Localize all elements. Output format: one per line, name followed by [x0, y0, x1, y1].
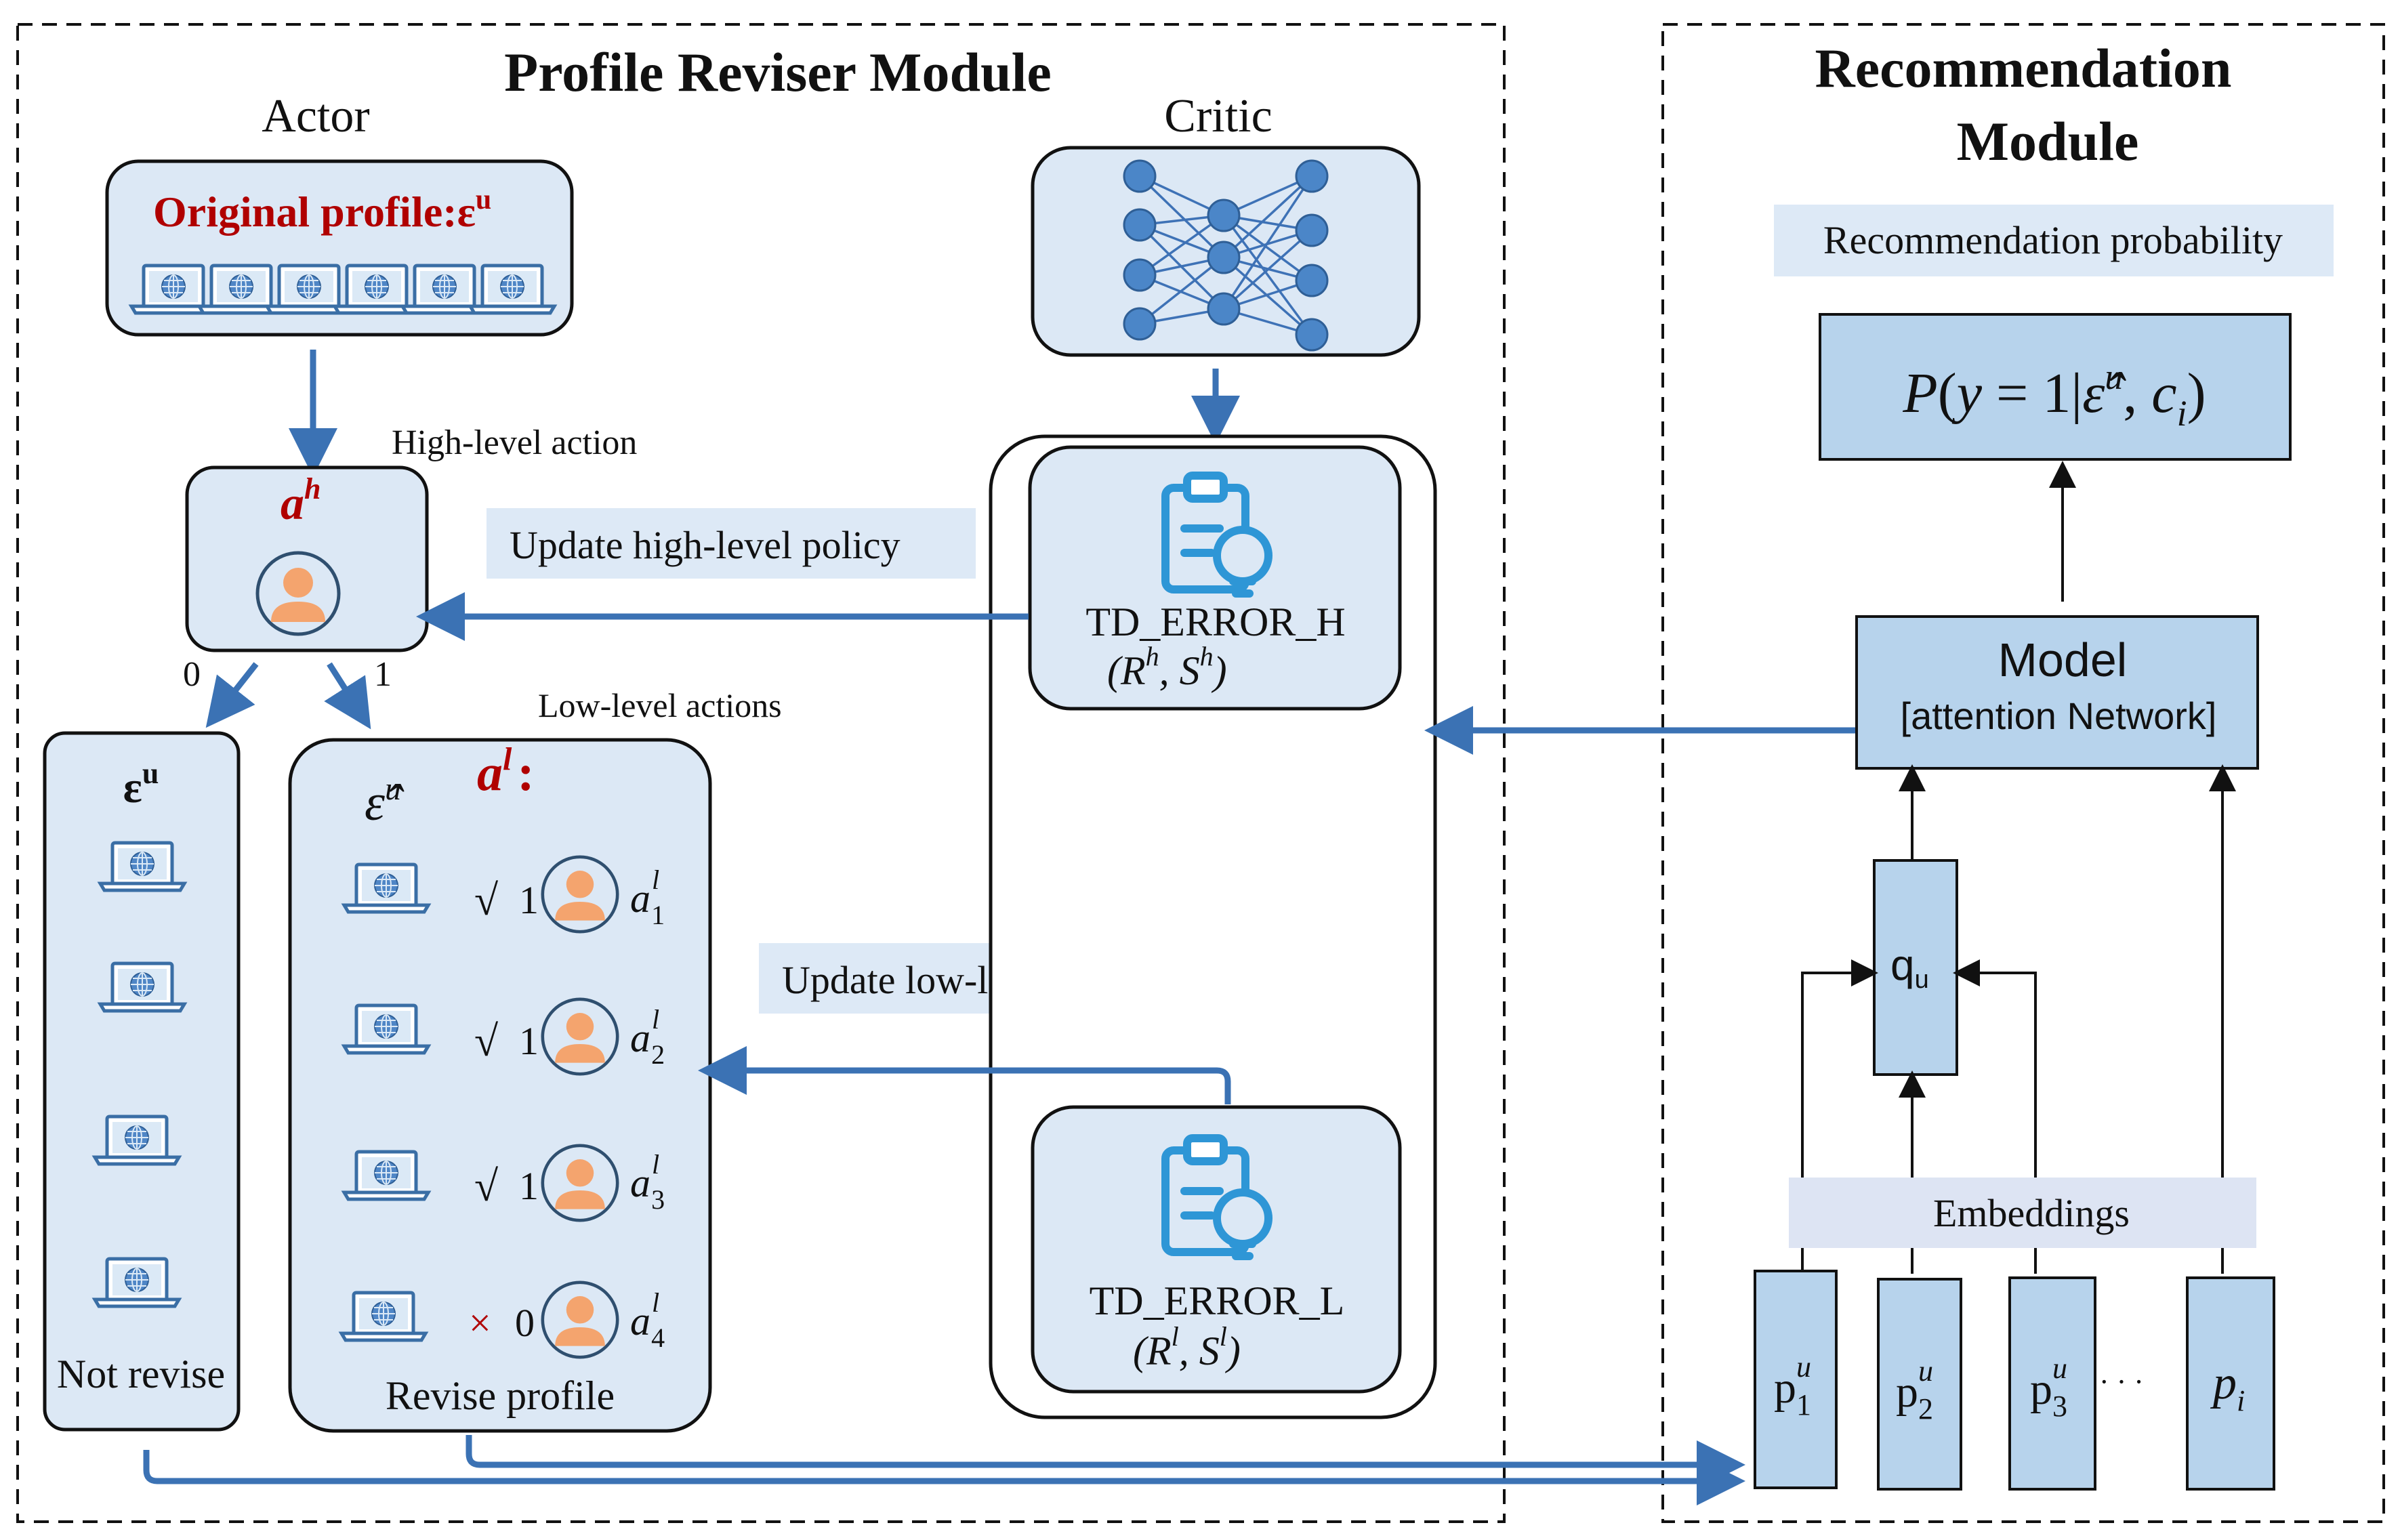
rec-prob-bg — [1774, 205, 2334, 276]
profile-reviser-frame — [16, 23, 1506, 1523]
arrow-p1-to-qu — [1801, 959, 1878, 1274]
laptop-globe-icon — [342, 1293, 426, 1340]
not-revise-box: εu Not revise — [43, 731, 241, 1432]
items-ellipsis: · · · — [2099, 1365, 2144, 1398]
laptop-globe-icon — [95, 1259, 179, 1306]
update-high-label: Update high-level policy — [510, 523, 901, 567]
action-value: 1 — [519, 1164, 539, 1208]
branch-zero-arrow — [205, 662, 259, 728]
action-mark: √ — [474, 1017, 499, 1065]
action-mark: × — [469, 1301, 491, 1345]
actor-label: Actor — [262, 90, 369, 142]
person-icon — [257, 553, 339, 634]
branch-zero-label: 0 — [183, 655, 201, 694]
rec-prob-label: Recommendation probability — [1823, 218, 2283, 262]
arrow-not-revise-to-items — [143, 1450, 1745, 1505]
qu-box: qu — [1873, 859, 1958, 1076]
item-label: pi — [2210, 1357, 2245, 1417]
td-error-l-args: (Rl, Sl) — [1133, 1321, 1241, 1373]
recommendation-title-line2: Module — [1957, 110, 2139, 172]
qu-label: qu — [1890, 940, 1929, 994]
model-label: Model — [1998, 633, 2128, 686]
critic-label: Critic — [1164, 90, 1272, 142]
laptop-globe-icon — [100, 843, 184, 890]
action-mark: √ — [474, 876, 499, 924]
eu-symbol: εu — [123, 757, 159, 812]
original-profile-label: Original profile:εu — [153, 184, 491, 236]
update-high-bg — [487, 508, 976, 579]
action-value: 1 — [519, 878, 539, 922]
action-mark: √ — [474, 1162, 499, 1210]
branch-one-label: 1 — [374, 655, 392, 694]
item-box: pi — [2186, 1276, 2275, 1491]
laptop-globe-icon — [470, 266, 554, 313]
laptop-globe-icon — [344, 865, 428, 912]
arrow-td-l-to-revise — [698, 1046, 1231, 1104]
low-level-actions-label: Low-level actions — [538, 686, 782, 724]
person-icon — [543, 1146, 617, 1220]
embeddings-label: Embeddings — [1933, 1191, 2130, 1235]
recommendation-title-line1: Recommendation — [1815, 37, 2232, 99]
person-icon — [543, 857, 617, 932]
original-profile-box: Original profile:εu — [105, 159, 574, 337]
arrow-revise-to-items — [465, 1435, 1745, 1489]
ehat-symbol: ε̂u — [365, 771, 405, 831]
probability-formula: P(y = 1|ε̂u, ci) — [1902, 356, 2206, 434]
profile-reviser-title: Profile Reviser Module — [504, 41, 1052, 103]
branch-one-arrow — [324, 662, 371, 730]
probability-formula-box: P(y = 1|ε̂u, ci) — [1819, 313, 2292, 461]
critic-network-box — [1031, 146, 1421, 357]
td-error-h-label: TD_ERROR_H — [1085, 600, 1345, 644]
model-sub-label: [attention Network] — [1901, 694, 2217, 737]
td-error-l-box: TD_ERROR_L (Rl, Sl) — [1031, 1105, 1402, 1394]
ah-symbol: ah — [281, 472, 320, 530]
td-error-h-args: (Rh, Sh) — [1107, 641, 1227, 693]
person-icon — [543, 1283, 617, 1357]
laptop-globe-icon — [100, 963, 184, 1011]
al-symbol: al: — [477, 741, 535, 802]
person-icon — [543, 999, 617, 1074]
action-value: 0 — [515, 1301, 535, 1345]
revise-profile-label: Revise profile — [386, 1373, 615, 1418]
not-revise-label: Not revise — [57, 1352, 225, 1396]
td-error-h-box: TD_ERROR_H (Rh, Sh) — [1028, 445, 1402, 711]
model-box: Model [attention Network] — [1855, 615, 2259, 770]
laptop-globe-icon — [344, 1152, 428, 1199]
action-value: 1 — [519, 1019, 539, 1063]
arrow-p3-to-qu — [1953, 959, 2037, 1274]
laptop-globe-icon — [95, 1117, 179, 1164]
recommendation-frame — [1661, 23, 2385, 1523]
high-level-action-box: ah — [185, 465, 429, 652]
laptop-globe-icon — [344, 1005, 428, 1053]
high-level-action-label: High-level action — [392, 423, 637, 462]
neural-network-icon — [1123, 159, 1329, 352]
embeddings-bg — [1789, 1178, 2256, 1248]
td-error-l-label: TD_ERROR_L — [1090, 1278, 1345, 1323]
